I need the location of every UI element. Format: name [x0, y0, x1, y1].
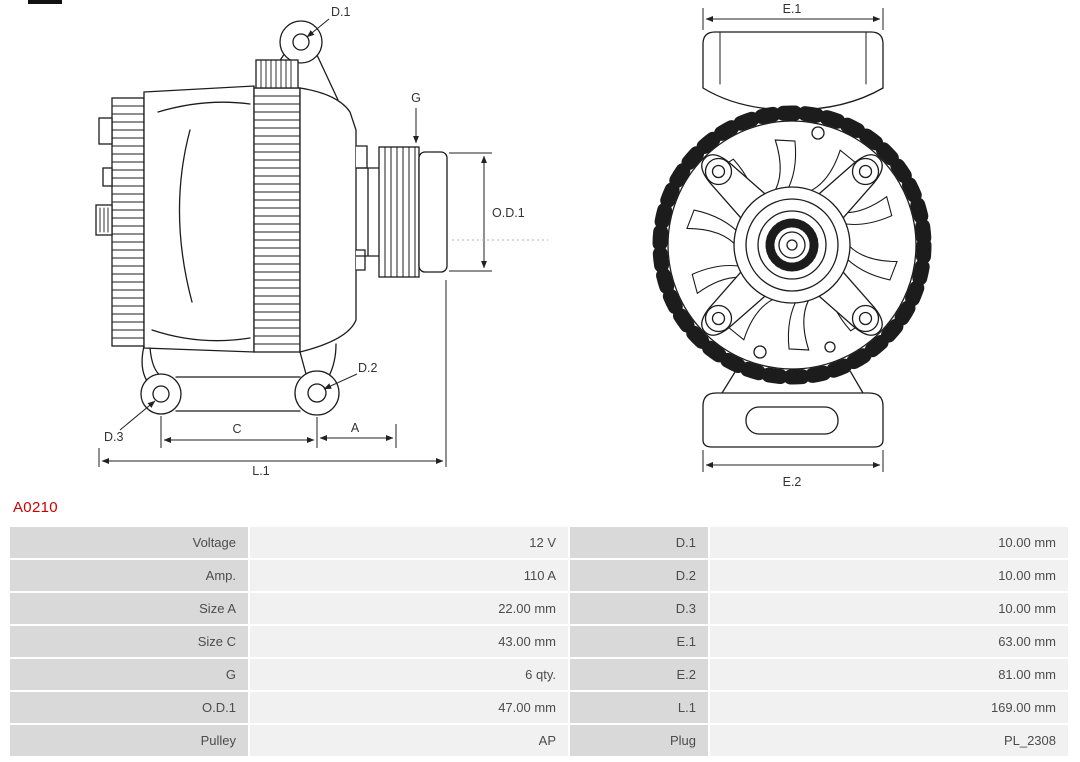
dim-label-c: C	[232, 422, 241, 436]
technical-diagram: D.1 G O.D.1 D.2 D.3 C A L.1 E.1 E.2	[95, 2, 932, 489]
spec-label: L.1	[570, 692, 708, 723]
spec-value: 43.00 mm	[250, 626, 568, 657]
side-view-dimensions	[98, 18, 548, 467]
dim-label-od1: O.D.1	[492, 206, 525, 220]
dim-label-d3: D.3	[104, 430, 124, 444]
dim-label-a: A	[351, 421, 360, 435]
spec-value: 10.00 mm	[710, 527, 1068, 558]
spec-value: 6 qty.	[250, 659, 568, 690]
spec-value: 81.00 mm	[710, 659, 1068, 690]
spec-value: 10.00 mm	[710, 593, 1068, 624]
spec-label: Pulley	[10, 725, 248, 756]
spec-label: E.2	[570, 659, 708, 690]
spec-value: 169.00 mm	[710, 692, 1068, 723]
spec-value: PL_2308	[710, 725, 1068, 756]
front-view-dimensions	[702, 8, 884, 472]
spec-label: E.1	[570, 626, 708, 657]
specs-table: Voltage 12 V D.1 10.00 mm Amp. 110 A D.2…	[10, 527, 1068, 756]
front-view	[652, 31, 932, 448]
dim-label-l1: L.1	[252, 464, 269, 478]
dim-label-e2: E.2	[783, 475, 802, 489]
spec-label: D.1	[570, 527, 708, 558]
spec-label: Amp.	[10, 560, 248, 591]
dim-label-g: G	[411, 91, 421, 105]
spec-label: O.D.1	[10, 692, 248, 723]
spec-value: 47.00 mm	[250, 692, 568, 723]
spec-label: Size A	[10, 593, 248, 624]
spec-value: 10.00 mm	[710, 560, 1068, 591]
dim-label-e1: E.1	[783, 2, 802, 16]
spec-label: Plug	[570, 725, 708, 756]
spec-value: 63.00 mm	[710, 626, 1068, 657]
spec-label: G	[10, 659, 248, 690]
alternator-drawing: D.1 G O.D.1 D.2 D.3 C A L.1 E.1 E.2	[95, 2, 932, 489]
spec-value: 22.00 mm	[250, 593, 568, 624]
spec-value: AP	[250, 725, 568, 756]
scan-artifact-mark	[28, 0, 62, 4]
side-view	[95, 20, 448, 416]
spec-label: D.2	[570, 560, 708, 591]
dim-label-d2: D.2	[358, 361, 378, 375]
spec-label: D.3	[570, 593, 708, 624]
part-number: A0210	[13, 499, 58, 516]
spec-label: Size C	[10, 626, 248, 657]
spec-value: 12 V	[250, 527, 568, 558]
spec-value: 110 A	[250, 560, 568, 591]
dim-label-d1: D.1	[331, 5, 351, 19]
spec-label: Voltage	[10, 527, 248, 558]
